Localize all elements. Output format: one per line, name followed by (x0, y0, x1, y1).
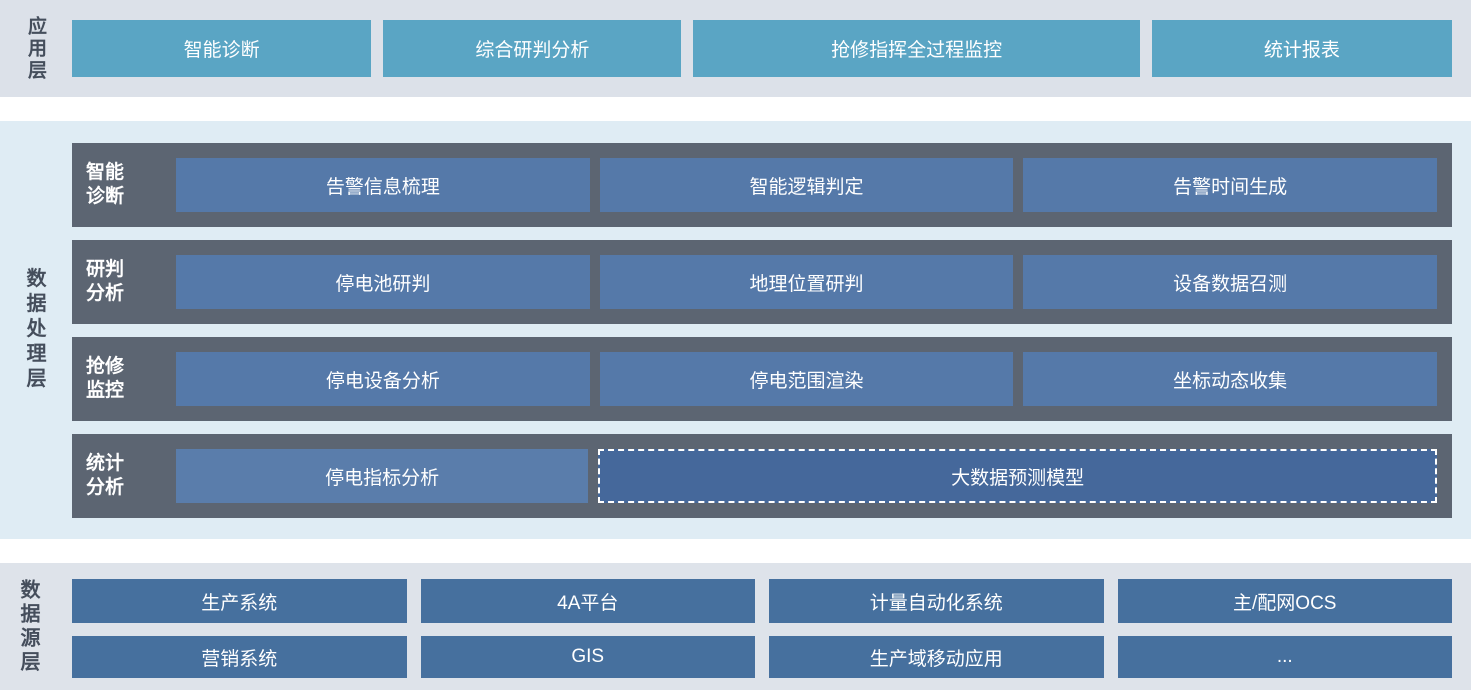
proc-item: 设备数据召测 (1023, 255, 1438, 309)
application-layer-label: 应用层 (25, 15, 46, 82)
band-divider (0, 97, 1471, 121)
datasource-row: 生产系统 4A平台 计量自动化系统 主/配网OCS (72, 579, 1452, 623)
processing-row-statistical-analysis: 统计分析 停电指标分析 大数据预测模型 (72, 434, 1452, 518)
src-item-gis: GIS (420, 636, 755, 678)
proc-item: 停电设备分析 (176, 352, 590, 406)
src-item-more: ... (1117, 636, 1452, 678)
application-layer-band: 应用层 智能诊断 综合研判分析 抢修指挥全过程监控 统计报表 (0, 0, 1471, 97)
src-item-production-system: 生产系统 (72, 579, 407, 623)
row-items: 停电池研判 地理位置研判 设备数据召测 (176, 255, 1452, 309)
processing-row-intelligent-diagnosis: 智能诊断 告警信息梳理 智能逻辑判定 告警时间生成 (72, 143, 1452, 227)
band-divider (0, 539, 1471, 563)
data-processing-layer-label: 数据处理层 (23, 267, 45, 393)
src-item-production-mobile-app: 生产域移动应用 (769, 636, 1104, 678)
processing-rows: 智能诊断 告警信息梳理 智能逻辑判定 告警时间生成 研判分析 停电池研判 地理位… (72, 143, 1452, 518)
proc-item: 坐标动态收集 (1023, 352, 1438, 406)
row-label: 智能诊断 (72, 161, 176, 210)
src-item-metering-automation: 计量自动化系统 (769, 579, 1104, 623)
data-source-layer-band: 数据源层 生产系统 4A平台 计量自动化系统 主/配网OCS 营销系统 GIS … (0, 563, 1471, 690)
row-label: 统计分析 (72, 452, 176, 501)
row-items: 停电指标分析 大数据预测模型 (176, 449, 1452, 503)
row-items: 告警信息梳理 智能逻辑判定 告警时间生成 (176, 158, 1452, 212)
processing-row-analysis: 研判分析 停电池研判 地理位置研判 设备数据召测 (72, 240, 1452, 324)
row-label-text: 智能诊断 (86, 161, 125, 207)
data-source-layer-label: 数据源层 (17, 578, 39, 675)
row-label-text: 抢修监控 (86, 355, 125, 401)
row-items: 停电设备分析 停电范围渲染 坐标动态收集 (176, 352, 1452, 406)
data-processing-layer-band: 数据处理层 智能诊断 告警信息梳理 智能逻辑判定 告警时间生成 研判分析 停电池… (0, 121, 1471, 539)
src-item-4a-platform: 4A平台 (420, 579, 755, 623)
proc-item: 告警时间生成 (1023, 158, 1438, 212)
row-label-text: 研判分析 (86, 258, 125, 304)
datasource-row: 营销系统 GIS 生产域移动应用 ... (72, 636, 1452, 678)
src-item-marketing-system: 营销系统 (72, 636, 407, 678)
proc-item: 告警信息梳理 (176, 158, 590, 212)
row-label-text: 统计分析 (86, 452, 125, 498)
app-box-comprehensive-analysis: 综合研判分析 (383, 20, 682, 77)
src-item-main-dist-ocs: 主/配网OCS (1117, 579, 1452, 623)
processing-row-repair-monitoring: 抢修监控 停电设备分析 停电范围渲染 坐标动态收集 (72, 337, 1452, 421)
proc-item: 停电范围渲染 (599, 352, 1014, 406)
proc-item: 智能逻辑判定 (599, 158, 1014, 212)
row-label: 研判分析 (72, 258, 176, 307)
proc-item: 地理位置研判 (599, 255, 1014, 309)
datasource-grid: 生产系统 4A平台 计量自动化系统 主/配网OCS 营销系统 GIS 生产域移动… (72, 579, 1452, 678)
app-box-intelligent-diagnosis: 智能诊断 (72, 20, 372, 77)
app-box-repair-command-monitoring: 抢修指挥全过程监控 (693, 20, 1140, 77)
proc-item-dashed-big-data-model: 大数据预测模型 (598, 449, 1437, 503)
proc-item: 停电指标分析 (176, 449, 589, 503)
proc-item: 停电池研判 (176, 255, 590, 309)
row-label: 抢修监控 (72, 355, 176, 404)
application-buttons: 智能诊断 综合研判分析 抢修指挥全过程监控 统计报表 (72, 20, 1452, 77)
app-box-statistical-reports: 统计报表 (1151, 20, 1452, 77)
